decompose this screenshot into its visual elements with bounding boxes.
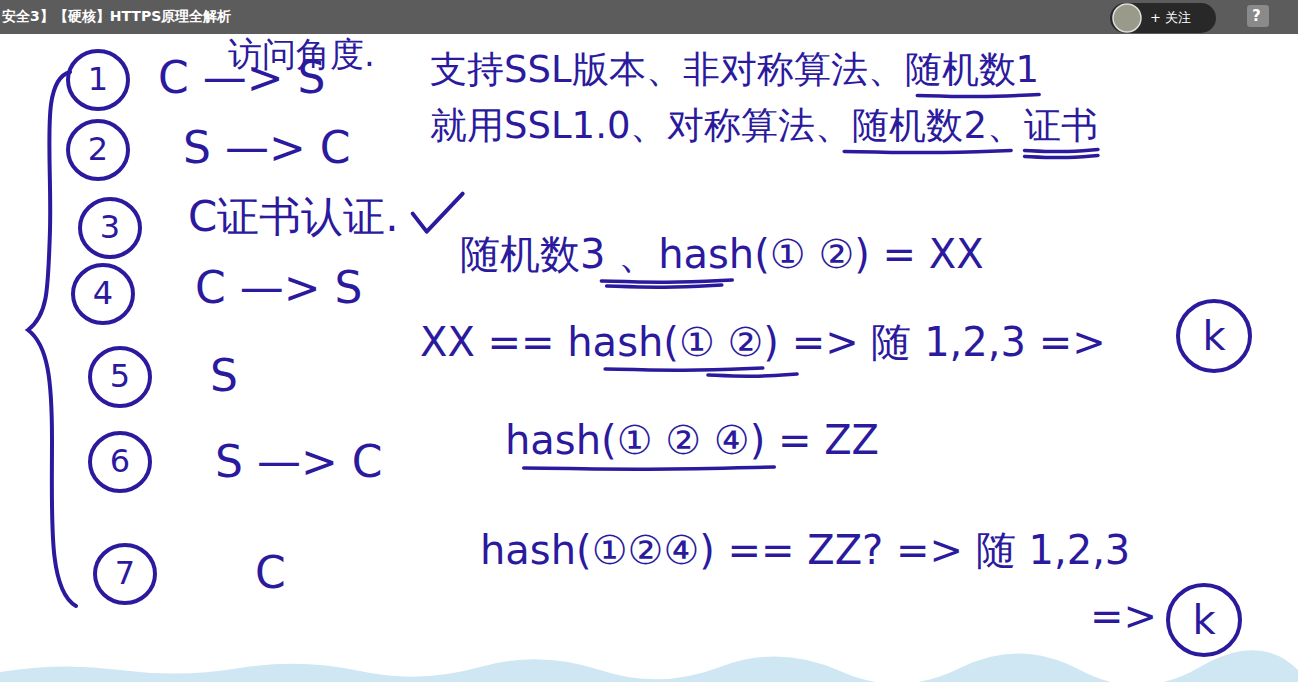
underline (607, 285, 722, 287)
underline (524, 467, 775, 469)
direction-label: C —> S (195, 262, 363, 315)
arrow-text: => (1090, 592, 1157, 640)
step-content: 就用SSL1.0、对称算法、随机数2、证书 (430, 104, 1098, 148)
key-letter: k (1202, 314, 1225, 358)
step-number-circle: 7 (93, 542, 157, 606)
step-number-circle: 1 (66, 48, 130, 112)
step-number: 1 (88, 62, 108, 97)
circle-outline-shape (95, 545, 155, 603)
step-content: 随机数3 、hash(① ②) = XX (460, 230, 984, 278)
step-content: XX == hash(① ②) => 随 1,2,3 => (420, 318, 1106, 366)
follow-button (1110, 3, 1216, 33)
step-number: 2 (88, 132, 108, 167)
direction-label: S —> C (215, 436, 383, 489)
circle-outline-shape (1178, 301, 1250, 371)
key-circle: k (1176, 298, 1252, 374)
circle-outline-shape (68, 121, 128, 179)
circle-outline-shape (1168, 585, 1240, 655)
help-icon (1247, 5, 1269, 27)
video-title-bar (0, 0, 1298, 34)
video-title: 安全3】【硬核】HTTPS原理全解析 (2, 8, 231, 25)
step-number-circle: 4 (71, 262, 135, 326)
step-number-circle: 5 (88, 345, 152, 409)
step-number: 3 (100, 210, 120, 245)
help-icon-text: ? (1252, 7, 1261, 25)
circle-outline-shape (73, 265, 133, 323)
circle-outline-shape (68, 51, 128, 109)
underline (917, 94, 1039, 96)
key-letter: k (1192, 598, 1215, 642)
direction-label: C (255, 547, 286, 600)
underline (1025, 149, 1098, 151)
step-number: 6 (110, 444, 130, 479)
step-content: hash(①②④) == ZZ? => 随 1,2,3 (480, 526, 1130, 574)
underline (708, 374, 797, 376)
circle-outline-shape (90, 433, 150, 491)
circle-outline-shape (90, 348, 150, 406)
step-number-circle: 3 (78, 196, 142, 260)
underline (605, 368, 763, 370)
circle-outline-shape (80, 199, 140, 257)
follow-button-text: + 关注 (1150, 10, 1191, 26)
direction-label: S —> C (183, 122, 351, 175)
step-number: 5 (110, 359, 130, 394)
underline (601, 280, 732, 282)
step-number-circle: 2 (66, 118, 130, 182)
key-circle: k (1166, 582, 1242, 658)
step-content: C证书认证. (188, 192, 399, 242)
check-mark (413, 194, 463, 232)
direction-label: C —> S (158, 52, 326, 105)
step-number: 7 (115, 556, 135, 591)
underline (844, 150, 1011, 152)
underline (1025, 155, 1098, 157)
direction-label: S (210, 350, 238, 403)
step-content: 支持SSL版本、非对称算法、随机数1 (430, 48, 1039, 92)
bottom-wave-band (0, 650, 1298, 682)
step-number: 4 (93, 276, 113, 311)
avatar (1113, 4, 1141, 32)
step-number-circle: 6 (88, 430, 152, 494)
step-content: hash(① ② ④) = ZZ (505, 416, 879, 464)
